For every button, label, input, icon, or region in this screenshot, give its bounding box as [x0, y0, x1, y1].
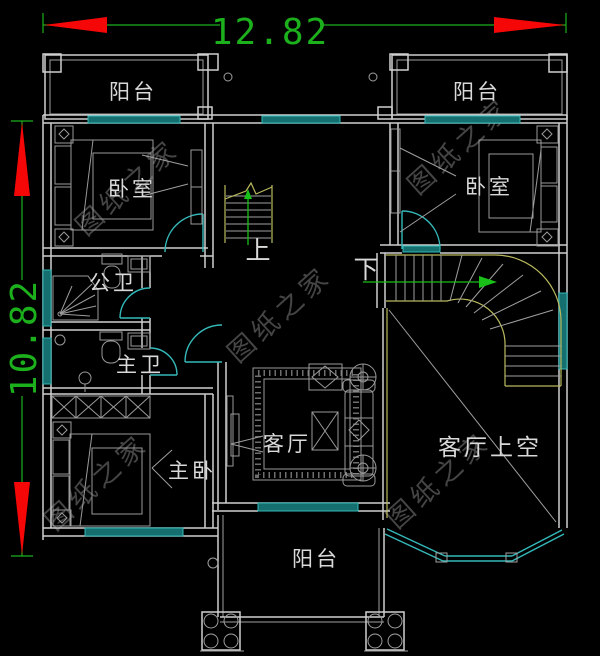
bedroom-left-label: 卧室	[108, 177, 156, 201]
public-bathroom: 公卫	[52, 253, 151, 321]
cushion	[348, 419, 370, 441]
bedroom-left: 卧室	[54, 125, 203, 247]
public-bath-door	[119, 287, 151, 319]
lamp-icon	[58, 231, 70, 243]
toilet-tank	[99, 331, 123, 341]
windows	[42, 115, 568, 537]
nightstand	[54, 228, 74, 247]
sink	[127, 255, 151, 273]
stair-up-label: 上	[245, 236, 270, 265]
window	[424, 115, 521, 124]
lamp-icon	[56, 424, 68, 436]
nightstand	[536, 228, 559, 247]
pillow	[540, 185, 558, 223]
stair-down-arrow-icon	[479, 276, 497, 288]
lamp-icon	[541, 128, 553, 140]
living-room-void-label: 客厅上空	[438, 435, 542, 461]
master-bath-label: 主卫	[116, 353, 164, 377]
light-icon	[54, 334, 66, 346]
pillow	[54, 145, 72, 185]
left-arrow-icon	[44, 17, 107, 33]
bedroom-right: 卧室	[390, 125, 559, 247]
coffee-table	[311, 411, 339, 451]
master-bedroom: 主卧	[51, 395, 216, 527]
lamp-icon	[541, 231, 553, 243]
bay-window	[384, 528, 565, 563]
pillow	[540, 146, 558, 184]
armchair	[308, 363, 343, 391]
right-arrow-icon	[494, 17, 565, 33]
drain-icon	[207, 557, 219, 569]
window	[42, 337, 52, 385]
master-bathroom: 主卫	[54, 331, 164, 392]
bed	[478, 139, 542, 233]
bed	[70, 139, 154, 231]
window	[558, 292, 568, 370]
down-arrow-icon	[14, 482, 30, 555]
column	[201, 611, 241, 651]
window	[257, 502, 359, 512]
staircase-up: 上	[224, 181, 273, 265]
watermarks: 图纸之家 图纸之家 图纸之家 图纸之家 图纸之家	[39, 93, 518, 538]
floor-drain-icon	[78, 371, 92, 385]
pillow	[52, 439, 70, 475]
pillow	[52, 475, 70, 511]
stair-up-arrow-icon	[244, 189, 252, 199]
window	[42, 269, 52, 327]
column	[365, 611, 405, 651]
watermark-text: 图纸之家	[222, 261, 338, 370]
rail-post	[368, 72, 378, 82]
balcony-top-left: 阳台	[42, 53, 219, 120]
toilet-tank	[101, 253, 123, 265]
bedroom-right-label: 卧室	[465, 175, 513, 199]
dimension-left: 10.82	[4, 120, 45, 557]
balcony-bottom: 阳台	[200, 515, 408, 652]
balcony-bottom-label: 阳台	[292, 547, 340, 571]
master-bedroom-label: 主卧	[168, 459, 216, 483]
rug	[252, 367, 362, 481]
window	[84, 527, 184, 537]
balcony-top-right-label: 阳台	[453, 80, 501, 104]
window	[87, 115, 181, 124]
nightstand	[52, 421, 72, 439]
public-bath-label: 公卫	[89, 271, 137, 295]
sofa	[344, 389, 374, 477]
tv-cabinet	[226, 395, 234, 467]
up-arrow-icon	[14, 122, 30, 196]
living-room-door	[184, 324, 223, 363]
living-room-label: 客厅	[263, 432, 311, 456]
bedroom-right-door	[401, 210, 441, 250]
balcony-top-left-label: 阳台	[109, 80, 157, 104]
toilet	[103, 265, 121, 289]
balcony-top-right: 阳台	[389, 53, 568, 120]
pillow	[54, 186, 72, 226]
width-dimension-label: 12.82	[211, 12, 329, 53]
window	[261, 115, 341, 124]
nightstand	[536, 125, 559, 144]
nightstand	[54, 125, 74, 144]
toilet	[101, 340, 121, 364]
bedroom-left-door	[164, 213, 204, 253]
lamp-icon	[58, 128, 70, 140]
height-dimension-label: 10.82	[4, 279, 45, 397]
shower	[52, 275, 99, 321]
rail-post	[223, 72, 233, 82]
watermark-text: 图纸之家	[39, 429, 155, 538]
lamp-icon	[56, 512, 68, 524]
living-room: 客厅	[226, 363, 377, 487]
master-bath-door	[149, 347, 178, 376]
doors	[119, 210, 441, 376]
sink	[127, 332, 151, 350]
stair-down-label: 下	[353, 255, 378, 284]
dimension-top: 12.82	[42, 12, 567, 53]
tv	[230, 413, 240, 457]
bed	[69, 433, 151, 527]
staircase-down: 下	[353, 254, 562, 387]
